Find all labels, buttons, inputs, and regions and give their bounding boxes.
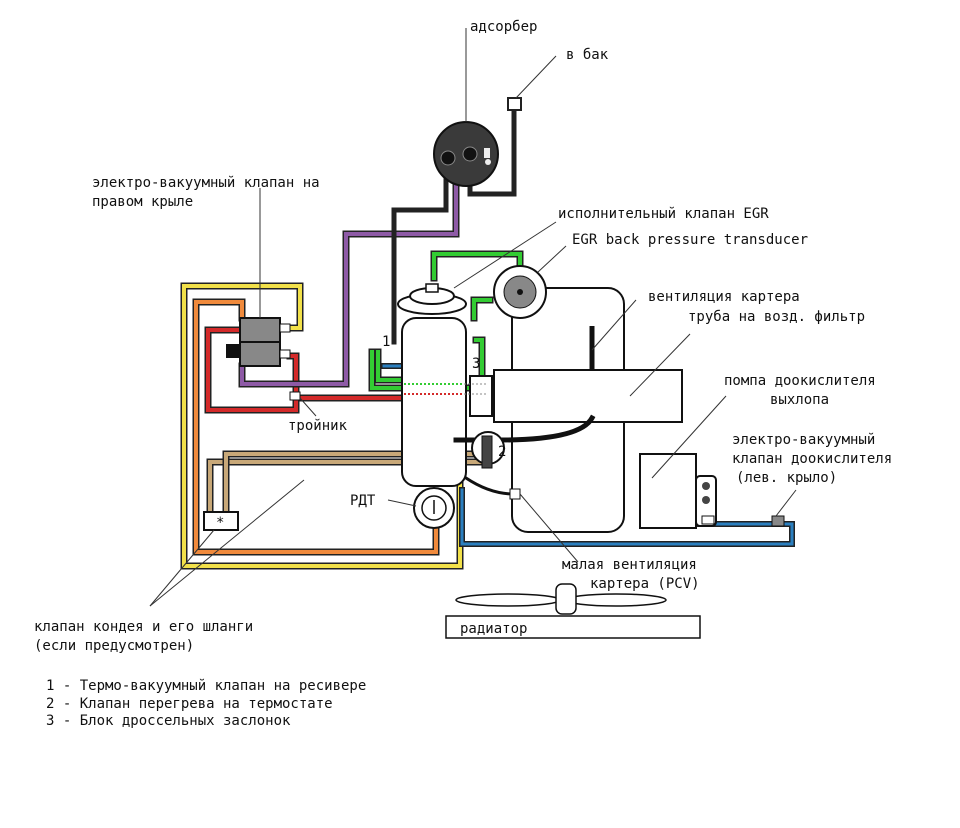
throttle-body (469, 375, 493, 417)
blue-hose-filter (771, 515, 785, 527)
egr-transducer (493, 265, 547, 319)
tee-fitting (289, 391, 301, 401)
pcv-valve (509, 488, 521, 500)
label-right-valve-1: электро-вакуумный клапан на (92, 175, 320, 191)
label-right-valve-2: правом крыле (92, 194, 193, 210)
label-rdt: РДТ (350, 493, 376, 509)
black-hose-engine (453, 414, 596, 443)
label-aux-pump-2: выхлопа (770, 392, 829, 408)
label-radiator: радиатор (460, 621, 527, 637)
adsorber (433, 121, 499, 187)
label-num-3: 3 (472, 356, 480, 372)
label-aux-pump-1: помпа доокислителя (724, 373, 876, 389)
label-num-2: 2 (498, 444, 506, 460)
legend-item-3: 3 - Блок дроссельных заслонок (46, 713, 291, 729)
label-to-tank: в бак (566, 47, 609, 63)
leader-lines (149, 28, 797, 607)
air-filter-pipe (493, 369, 683, 423)
green-hose-2-fill (376, 350, 402, 382)
label-tee: тройник (288, 418, 348, 434)
label-crankcase-vent: вентиляция картера (648, 289, 800, 305)
label-pcv-1: малая вентиляция (562, 557, 697, 573)
radiator (445, 615, 701, 639)
legend-item-1: 1 - Термо-вакуумный клапан на ресивере (46, 678, 366, 694)
label-left-valve-2: клапан доокислителя (732, 451, 892, 467)
label-ac-1: клапан кондея и его шланги (34, 619, 253, 635)
aux-pump (639, 453, 697, 529)
ac-valve-star: * (216, 515, 224, 531)
right-wing-valve (226, 317, 291, 367)
egr-valve (397, 283, 467, 315)
ac-hose-2-fill (224, 452, 482, 514)
label-air-filter-pipe: труба на возд. фильтр (688, 309, 865, 325)
label-adsorber: адсорбер (470, 19, 537, 35)
orange-hose-fill (194, 300, 438, 554)
rdt-regulator (413, 487, 455, 529)
ac-valve (203, 511, 239, 531)
legend-item-2: 2 - Клапан перегрева на термостате (46, 696, 333, 712)
label-egr-actuator: исполнительный клапан EGR (558, 206, 769, 222)
label-pcv-2: картера (PCV) (590, 576, 700, 592)
label-ac-2: (если предусмотрен) (34, 638, 194, 654)
label-egr-transducer: EGR back pressure transducer (572, 232, 808, 248)
label-left-valve-3: (лев. крыло) (736, 470, 837, 486)
left-wing-valve (695, 475, 717, 527)
radiator-fan (455, 583, 667, 615)
label-num-1: 1 (382, 334, 390, 350)
ac-hose-1-fill (208, 460, 482, 514)
black-hose-pcv (463, 475, 516, 496)
intake-receiver (401, 317, 467, 487)
tank-connector (507, 97, 522, 111)
purple-hose-fill (240, 168, 458, 386)
overheat-valve (471, 431, 505, 469)
label-left-valve-1: электро-вакуумный (732, 432, 875, 448)
black-hose-adsorber (391, 167, 449, 345)
